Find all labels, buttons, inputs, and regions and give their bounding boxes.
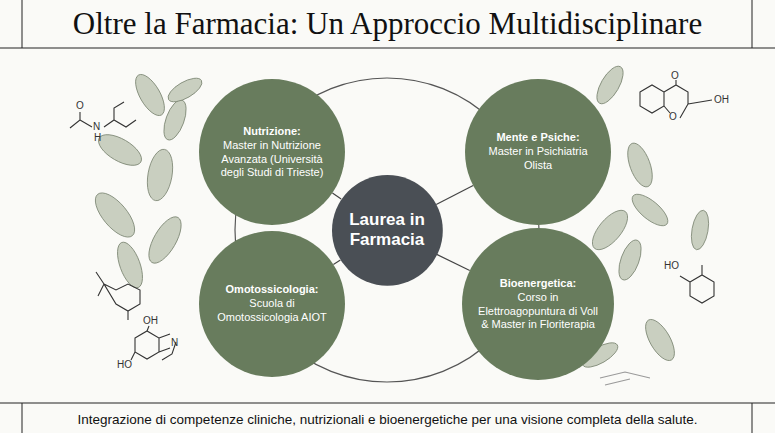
topic-circle: Bioenergetica:Corso in Elettroagopuntura… [462,228,614,380]
node-text: Nutrizione:Master in Nutrizione Avanzata… [213,125,331,180]
node-body: Corso in Elettroagopuntura di Voll & Mas… [477,290,599,331]
leaf [592,62,629,107]
topic-circle: Omotossicologia:Scuola di Omotossicologi… [199,231,345,377]
atom-symbol: OH [714,95,729,105]
atom-symbol: N [93,122,100,132]
connector-line [436,186,473,205]
node-body: Master in Nutrizione Avanzata (Universit… [213,138,331,179]
node-text: Omotossicologia:Scuola di Omotossicologi… [213,283,331,324]
atom-symbol: O [76,101,84,111]
atom-symbol: OH [143,316,158,326]
atom-symbol: H [94,133,101,143]
circle-fill [199,79,345,225]
chemical-structures [70,80,714,385]
node-heading: Nutrizione: [213,125,331,139]
leaf [144,147,177,202]
title: Oltre la Farmacia: Un Approccio Multidis… [0,6,775,42]
center-circle: Laurea in Farmacia [332,175,443,286]
connector-line [437,254,470,270]
atom-symbol: HO [664,261,679,271]
caption: Integrazione di competenze cliniche, nut… [0,412,775,427]
topic-circle: Mente e Psiche:Master in Psichiatria Oli… [465,79,611,225]
leaf [88,187,141,244]
atom-symbol: HO [117,360,132,370]
node-body: Laurea in Farmacia [342,210,432,251]
leaf [689,209,712,251]
node-text: Bioenergetica:Corso in Elettroagopuntura… [477,277,599,332]
node-text: Laurea in Farmacia [342,210,432,251]
node-heading: Mente e Psiche: [479,131,597,145]
node-heading: Omotossicologia: [213,283,331,297]
botanical-leaves [88,62,711,372]
leaf [159,97,190,143]
circle-fill [332,175,443,286]
node-body: Scuola di Omotossicologia AIOT [213,297,331,325]
leaf [623,140,658,190]
topic-circle: Nutrizione:Master in Nutrizione Avanzata… [199,79,345,225]
leaf [94,128,147,171]
leaf [130,70,170,120]
connector-line [333,260,340,265]
atom-symbol: O [671,71,679,81]
leaf [165,74,206,107]
atom-symbol: O [669,112,677,122]
node-heading: Bioenergetica: [477,277,599,291]
atom-symbol: N [171,338,178,348]
circle-fill [465,79,611,225]
leaf [112,239,147,291]
leaf [614,237,645,283]
node-body: Master in Psichiatria Olista [479,145,597,173]
circle-fill [199,231,345,377]
node-text: Mente e Psiche:Master in Psichiatria Oli… [479,131,597,172]
leaf [640,315,680,365]
circle-fill [462,228,614,380]
leaf [142,212,187,268]
connector-line [332,193,341,199]
leaf [627,189,672,231]
